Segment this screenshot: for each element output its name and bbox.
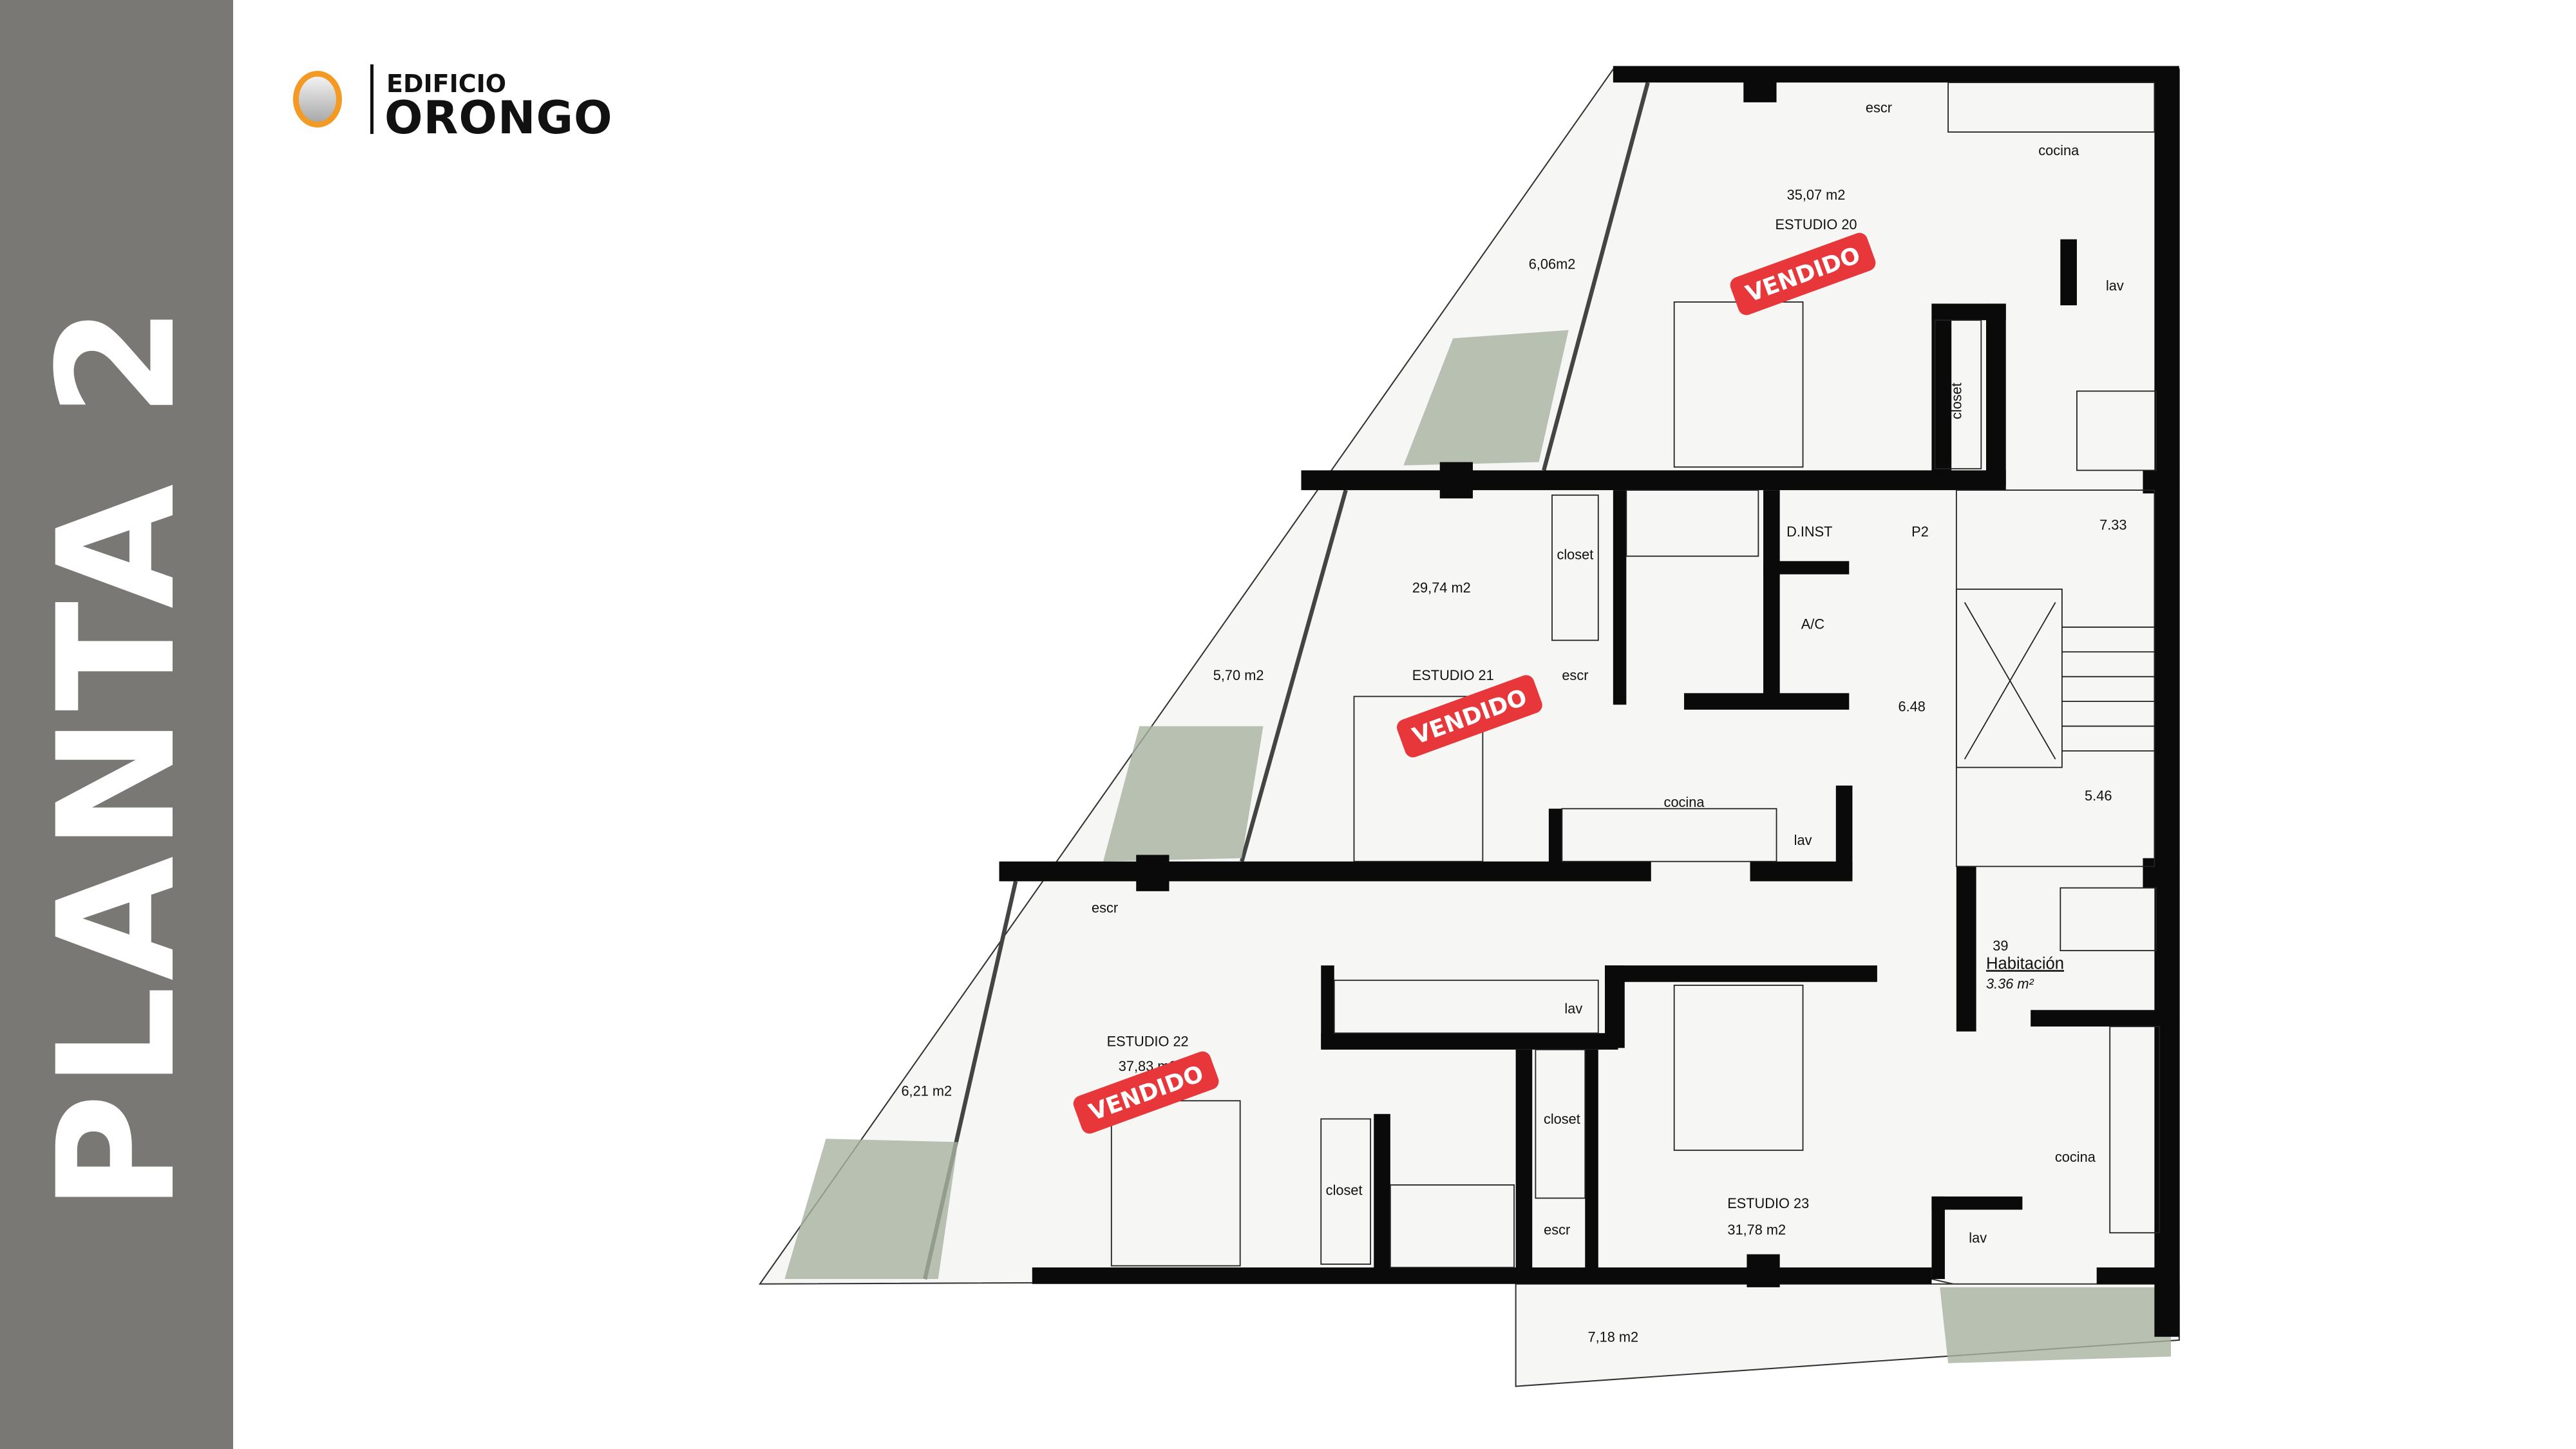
room-number: 39 [1993,938,2008,954]
e20-area: 35,07 m2 [1787,187,1846,203]
e23-closet-label: closet [1544,1111,1580,1127]
e23-name: ESTUDIO 23 [1727,1195,1809,1211]
e22-desk-label: escr [1092,900,1118,916]
dinst-label: D.INST [1786,524,1832,540]
e21-closet-label: closet [1557,547,1593,563]
e23-desk-label: escr [1544,1222,1570,1238]
logo-emblem-icon [293,71,342,128]
logo-divider [370,64,374,134]
room-area: 3.36 m² [1986,976,2034,992]
e20-laundry-label: lav [2106,278,2124,294]
kitchen-counter-e22 [1333,980,1599,1034]
sidebar-band: PLANTA 2 [0,0,233,1449]
bed-e23 [1673,985,1804,1151]
shower-e22 [1389,1184,1515,1269]
e22-name: ESTUDIO 22 [1107,1034,1189,1050]
room-labels: escr cocina 35,07 m2 ESTUDIO 20 6,06m2 l… [901,99,2126,1345]
e23-terrace-area: 7,18 m2 [1588,1329,1639,1345]
hall-label: P2 [1911,524,1929,540]
e20-desk-label: escr [1866,99,1892,115]
kitchen-counter-e23 [2109,1026,2160,1234]
e21-desk-label: escr [1562,667,1588,683]
e20-terrace-area: 6,06m2 [1529,256,1576,272]
e21-name: ESTUDIO 21 [1412,667,1494,683]
e22-laundry-label: lav [1564,1000,1582,1016]
e21-laundry-label: lav [1794,832,1812,848]
closet-e22 [1320,1118,1372,1265]
e21-terrace-area: 5,70 m2 [1213,667,1264,683]
bed-e21 [1353,696,1484,862]
closet-e20 [1934,319,1982,469]
e23-area: 31,78 m2 [1727,1222,1786,1238]
shower-e21 [1625,489,1759,557]
level-546: 5.46 [2085,788,2112,804]
logo-title: ORONGO [384,91,613,144]
stair-elevator [1955,489,2155,867]
level-733: 7.33 [2099,517,2126,533]
closet-e21 [1551,494,1599,641]
e20-closet-label: closet [1949,383,1965,419]
shower-hab [2060,887,2157,951]
furniture [1110,82,2160,1269]
shower-e20 [2076,390,2157,471]
ac-label: A/C [1801,616,1824,632]
room-name: Habitación [1986,954,2064,972]
e21-area: 29,74 m2 [1412,580,1471,596]
e20-name: ESTUDIO 20 [1776,216,1857,232]
logo-subtitle: EDIFICIO [386,70,507,98]
e23-laundry-label: lav [1969,1230,1987,1246]
logo: EDIFICIO ORONGO [293,64,628,144]
kitchen-counter-e20 [1947,82,2155,133]
e22-terrace-area: 6,21 m2 [901,1083,952,1099]
level-648: 6.48 [1898,698,1925,714]
planters [784,330,2172,1363]
e21-kitchen-label: cocina [1664,794,1705,810]
walls [999,66,2179,1337]
closet-e23 [1535,1048,1586,1199]
e22-closet-label: closet [1326,1182,1363,1198]
e20-kitchen-label: cocina [2038,142,2079,158]
kitchen-counter-e21 [1561,808,1777,862]
e23-kitchen-label: cocina [2055,1149,2096,1165]
